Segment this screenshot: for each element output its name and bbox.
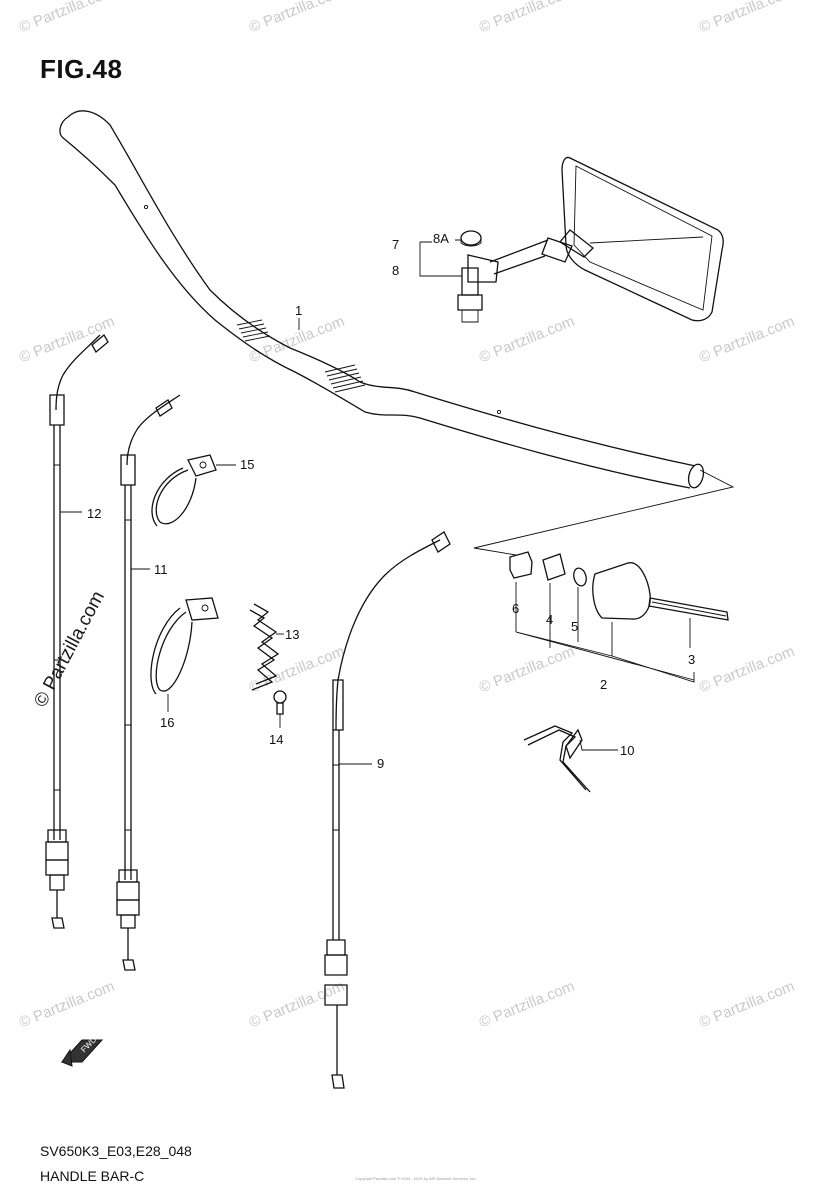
bar-end-weight-parts [509,551,729,683]
callout-9: 9 [377,756,385,771]
callout-11: 11 [154,562,168,577]
callout-8a: 8A [433,231,449,246]
callout-8: 8 [392,263,400,278]
callout-7: 7 [392,237,400,252]
screw-14 [273,690,287,728]
model-code: SV650K3_E03,E28_048 [40,1143,192,1159]
section-name: HANDLE BAR-C [40,1168,145,1184]
callout-14: 14 [269,732,284,747]
callout-3: 3 [688,652,696,667]
bracket-part [523,725,618,793]
callout-4: 4 [546,612,554,627]
handle-bar-part [59,110,705,489]
clutch-cable-9 [324,531,451,1089]
callout-1: 1 [295,303,303,318]
callout-16: 16 [160,715,175,730]
throttle-cable-11 [116,394,181,971]
figure-title: FIG.48 [40,54,123,84]
callout-15: 15 [240,457,255,472]
clip-13 [249,603,284,691]
clamp-16 [150,597,219,712]
callout-5: 5 [571,619,579,634]
forward-arrow-icon [60,1039,104,1067]
mirror-assembly-part [419,156,724,323]
callout-12: 12 [87,506,102,521]
callout-2: 2 [600,677,608,692]
throttle-cable-12 [45,334,109,929]
clamp-15 [151,454,236,527]
callout-13: 13 [285,627,300,642]
callout-6: 6 [512,601,520,616]
callout-10: 10 [620,743,635,758]
copyright-line: Copyright Partzilla.com © 2004 - 2015 by… [355,1176,477,1181]
